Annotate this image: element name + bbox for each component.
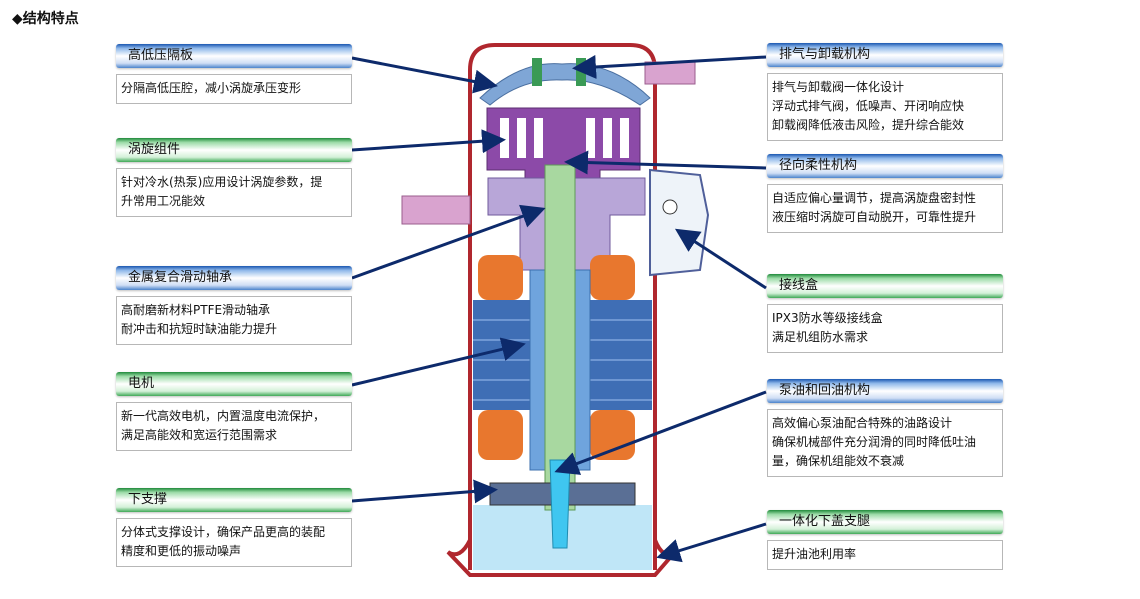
callout-line: 分体式支撑设计，确保产品更高的装配: [121, 525, 326, 539]
pointer-scroll: [351, 129, 506, 154]
pointer-oil: [554, 390, 767, 475]
callout-line: 提升油池利用率: [772, 547, 857, 561]
callout-radial: 径向柔性机构 自适应偏心量调节，提高涡旋盘密封性 液压缩时涡旋可自动脱开，可靠性…: [767, 154, 1003, 233]
lower-winding-right: [590, 410, 635, 460]
callout-body: 排气与卸载阀一体化设计 浮动式排气阀，低噪声、开闭响应快 卸载阀降低液击风险，提…: [767, 73, 1003, 141]
pointer-motor: [351, 337, 526, 387]
callout-body: 自适应偏心量调节，提高涡旋盘密封性 液压缩时涡旋可自动脱开，可靠性提升: [767, 184, 1003, 233]
callout-line: 卸载阀降低液击风险，提升综合能效: [772, 118, 965, 132]
callout-lower-support: 下支撑 分体式支撑设计，确保产品更高的装配 精度和更低的振动噪声: [116, 488, 352, 567]
terminal: [662, 199, 678, 215]
callout-oil: 泵油和回油机构 高效偏心泵油配合特殊的油路设计 确保机械部件充分润滑的同时降低吐…: [767, 379, 1003, 477]
compressor-shell: [468, 43, 657, 570]
callout-line: 耐冲击和抗短时缺油能力提升: [121, 322, 278, 336]
callout-body: 分体式支撑设计，确保产品更高的装配 精度和更低的振动噪声: [116, 518, 352, 567]
crankshaft: [544, 164, 576, 511]
section-title: ◆结构特点: [12, 11, 79, 27]
callout-line: 分隔高低压腔，减小涡旋承压变形: [121, 81, 302, 95]
callout-header: 径向柔性机构: [767, 154, 1003, 178]
callout-line: 新一代高效电机，内置温度电流保护，: [121, 409, 326, 423]
callout-scroll: 涡旋组件 针对冷水(热泵)应用设计涡旋参数，提 升常用工况能效: [116, 138, 352, 217]
callout-body: 分隔高低压腔，减小涡旋承压变形: [116, 74, 352, 104]
callout-header: 金属复合滑动轴承: [116, 266, 352, 290]
pointer-bearing: [351, 204, 546, 280]
pointer-radial: [564, 150, 767, 175]
discharge-valve: [532, 58, 542, 86]
callout-line: 升常用工况能效: [121, 194, 206, 208]
callout-line: 高耐磨新材料PTFE滑动轴承: [121, 303, 271, 317]
callout-line: 满足高能效和宽运行范围需求: [121, 428, 278, 442]
callout-line: 满足机组防水需求: [772, 330, 869, 344]
pointer-foot: [656, 522, 767, 563]
callout-header: 涡旋组件: [116, 138, 352, 162]
callout-line: 针对冷水(热泵)应用设计涡旋参数，提: [121, 175, 323, 189]
callout-body: 针对冷水(热泵)应用设计涡旋参数，提 升常用工况能效: [116, 168, 352, 217]
callout-body: 提升油池利用率: [767, 540, 1003, 570]
callout-junction: 接线盒 IPX3防水等级接线盒 满足机组防水需求: [767, 274, 1003, 353]
upper-winding-left: [478, 255, 523, 300]
oil-pump: [549, 459, 571, 549]
callout-motor: 电机 新一代高效电机，内置温度电流保护， 满足高能效和宽运行范围需求: [116, 372, 352, 451]
callout-body: 高效偏心泵油配合特殊的油路设计 确保机械部件充分润滑的同时降低吐油 量，确保机组…: [767, 409, 1003, 477]
callout-foot: 一体化下盖支腿 提升油池利用率: [767, 510, 1003, 570]
partition-plate: [479, 63, 651, 106]
pointer-partition: [351, 56, 498, 94]
discharge-pipe: [644, 61, 696, 85]
callout-header: 排气与卸载机构: [767, 43, 1003, 67]
pointer-lower-support: [351, 479, 498, 504]
callout-header: 接线盒: [767, 274, 1003, 298]
callout-body: IPX3防水等级接线盒 满足机组防水需求: [767, 304, 1003, 353]
pointer-junction: [674, 228, 767, 290]
callout-line: 排气与卸载阀一体化设计: [772, 80, 905, 94]
unload-valve: [576, 58, 586, 86]
callout-body: 高耐磨新材料PTFE滑动轴承 耐冲击和抗短时缺油能力提升: [116, 296, 352, 345]
callout-header: 下支撑: [116, 488, 352, 512]
callout-line: 液压缩时涡旋可自动脱开，可靠性提升: [772, 210, 977, 224]
callout-discharge: 排气与卸载机构 排气与卸载阀一体化设计 浮动式排气阀，低噪声、开闭响应快 卸载阀…: [767, 43, 1003, 141]
callout-header: 一体化下盖支腿: [767, 510, 1003, 534]
callout-header: 泵油和回油机构: [767, 379, 1003, 403]
callout-partition: 高低压隔板 分隔高低压腔，减小涡旋承压变形: [116, 44, 352, 104]
callout-line: 精度和更低的振动噪声: [121, 544, 242, 558]
suction-pipe: [401, 195, 471, 225]
callout-line: 自适应偏心量调节，提高涡旋盘密封性: [772, 191, 977, 205]
callout-line: IPX3防水等级接线盒: [772, 311, 883, 325]
callout-body: 新一代高效电机，内置温度电流保护， 满足高能效和宽运行范围需求: [116, 402, 352, 451]
upper-winding-right: [590, 255, 635, 300]
callout-line: 高效偏心泵油配合特殊的油路设计: [772, 416, 953, 430]
callout-bearing: 金属复合滑动轴承 高耐磨新材料PTFE滑动轴承 耐冲击和抗短时缺油能力提升: [116, 266, 352, 345]
callout-header: 电机: [116, 372, 352, 396]
pointer-discharge: [572, 54, 767, 79]
callout-line: 量，确保机组能效不衰减: [772, 454, 905, 468]
junction-box: [649, 168, 710, 277]
lower-winding-left: [478, 410, 523, 460]
callout-line: 确保机械部件充分润滑的同时降低吐油: [772, 435, 977, 449]
callout-line: 浮动式排气阀，低噪声、开闭响应快: [772, 99, 965, 113]
callout-header: 高低压隔板: [116, 44, 352, 68]
